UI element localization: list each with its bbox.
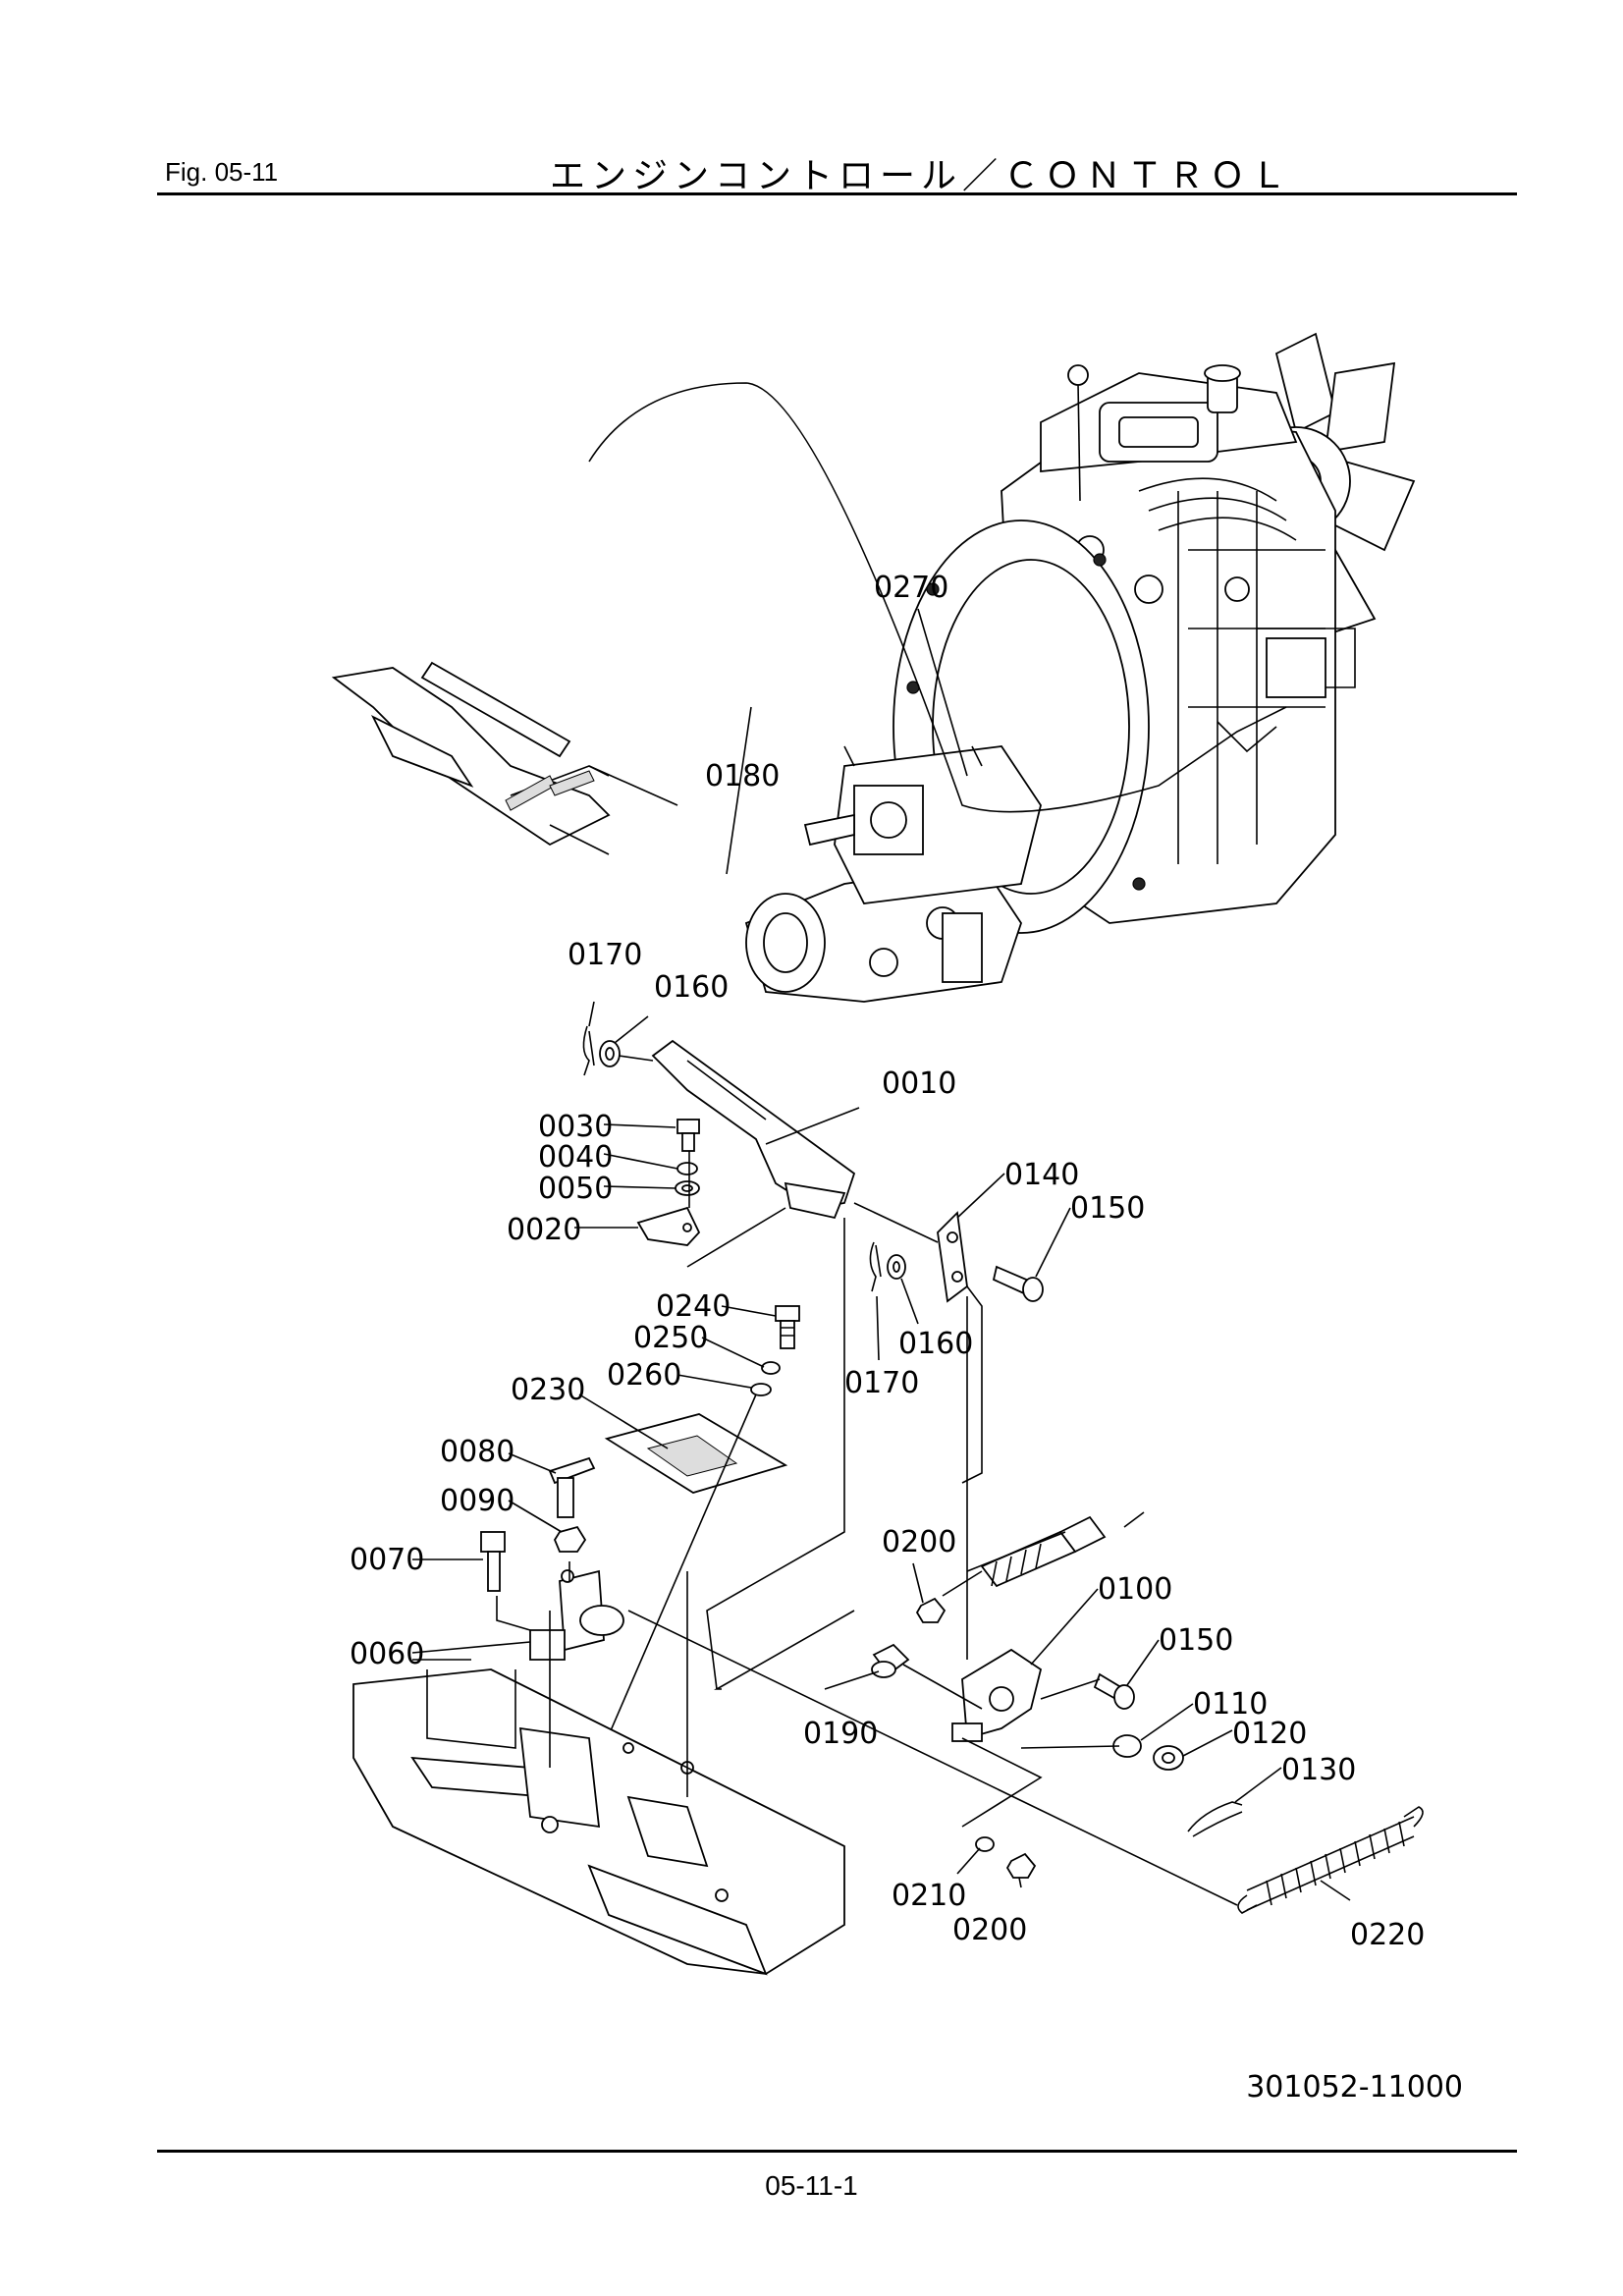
- nut-0200-upper: [915, 1597, 947, 1623]
- floor-plate-0230: [604, 1413, 788, 1494]
- callout-labels: 0270 0180 0170 0160 0010 0030 0040 0050 …: [350, 571, 1425, 1952]
- bracket-0060: [529, 1569, 624, 1661]
- pin-0150-lower: [1093, 1672, 1135, 1710]
- callout-0180: 0180: [705, 759, 780, 793]
- engine-assembly: [588, 332, 1416, 1003]
- bolt-0030: [676, 1119, 700, 1152]
- callout-0210: 0210: [892, 1879, 966, 1913]
- pin-0130: [1187, 1801, 1243, 1837]
- callout-0200: 0200: [882, 1525, 956, 1559]
- pin-0170-lower: [869, 1241, 882, 1292]
- callout-0260: 0260: [607, 1358, 681, 1393]
- callout-0010: 0010: [882, 1066, 956, 1101]
- callout-0250: 0250: [633, 1321, 708, 1355]
- document-number: 301052-11000: [1246, 2070, 1463, 2105]
- washer-0210: [975, 1836, 995, 1852]
- page-title: エンジンコントロール／ＣＯＮＴＲＯＬ: [550, 155, 1293, 195]
- plate-0020: [636, 1206, 701, 1246]
- callout-0230: 0230: [511, 1373, 585, 1407]
- washer-0260: [750, 1383, 772, 1396]
- callout-0070: 0070: [350, 1543, 424, 1577]
- washer-0120: [1153, 1745, 1184, 1771]
- callout-0200: 0200: [952, 1913, 1027, 1947]
- nut-0090: [553, 1525, 587, 1553]
- callout-0040: 0040: [538, 1140, 613, 1175]
- washer-0250: [761, 1361, 781, 1375]
- callout-0120: 0120: [1232, 1717, 1307, 1751]
- header-rule: [157, 192, 1517, 195]
- callout-0080: 0080: [440, 1435, 514, 1469]
- callout-0160: 0160: [898, 1327, 973, 1361]
- callout-0240: 0240: [656, 1289, 730, 1324]
- callout-0130: 0130: [1281, 1753, 1356, 1787]
- hydraulic-pump: [744, 745, 1042, 1003]
- callout-0150: 0150: [1159, 1623, 1233, 1658]
- callout-0170: 0170: [844, 1366, 919, 1400]
- page-header: Fig. 05-11 エンジンコントロール／ＣＯＮＴＲＯＬ: [157, 147, 1517, 195]
- pedal-bracket-overview: [331, 661, 678, 855]
- callout-0090: 0090: [440, 1484, 514, 1518]
- spring-0220: [1237, 1806, 1424, 1914]
- callout-0100: 0100: [1098, 1572, 1172, 1607]
- callout-0020: 0020: [507, 1213, 581, 1247]
- bolt-0070: [480, 1531, 506, 1592]
- pin-0170-upper: [582, 1025, 595, 1076]
- callout-0050: 0050: [538, 1172, 613, 1206]
- footer-rule: [157, 2150, 1517, 2153]
- throttle-cable: [588, 382, 1287, 813]
- machine-frame: [352, 1571, 845, 1976]
- t-bolt-0080: [548, 1456, 596, 1518]
- washer-0050: [675, 1180, 700, 1196]
- washer-0040: [676, 1162, 698, 1175]
- page-number: 05-11-1: [765, 2170, 858, 2201]
- nut-0200-lower: [1005, 1852, 1037, 1879]
- throttle-cable-end: [942, 1511, 1145, 1597]
- callout-0220: 0220: [1350, 1918, 1425, 1952]
- callout-0190: 0190: [803, 1717, 878, 1751]
- callout-0170: 0170: [568, 938, 642, 972]
- leader-lines: [411, 608, 1351, 1901]
- callout-0140: 0140: [1004, 1158, 1079, 1192]
- lever-0100: [951, 1648, 1043, 1742]
- callout-0160: 0160: [654, 970, 729, 1005]
- callout-0270: 0270: [874, 571, 948, 605]
- joint-0190: [871, 1643, 910, 1678]
- bolt-0240: [775, 1305, 800, 1349]
- callout-0060: 0060: [350, 1637, 424, 1671]
- callout-0110: 0110: [1193, 1687, 1268, 1722]
- accelerator-pedal: [651, 1039, 856, 1220]
- callout-0030: 0030: [538, 1110, 613, 1144]
- figure-label: Fig. 05-11: [165, 157, 279, 187]
- callout-0150: 0150: [1070, 1191, 1145, 1226]
- washer-0160-upper: [599, 1040, 621, 1067]
- washer-0160-lower: [887, 1254, 906, 1280]
- pin-0150-upper: [992, 1265, 1044, 1302]
- bracket-0140: [937, 1211, 968, 1303]
